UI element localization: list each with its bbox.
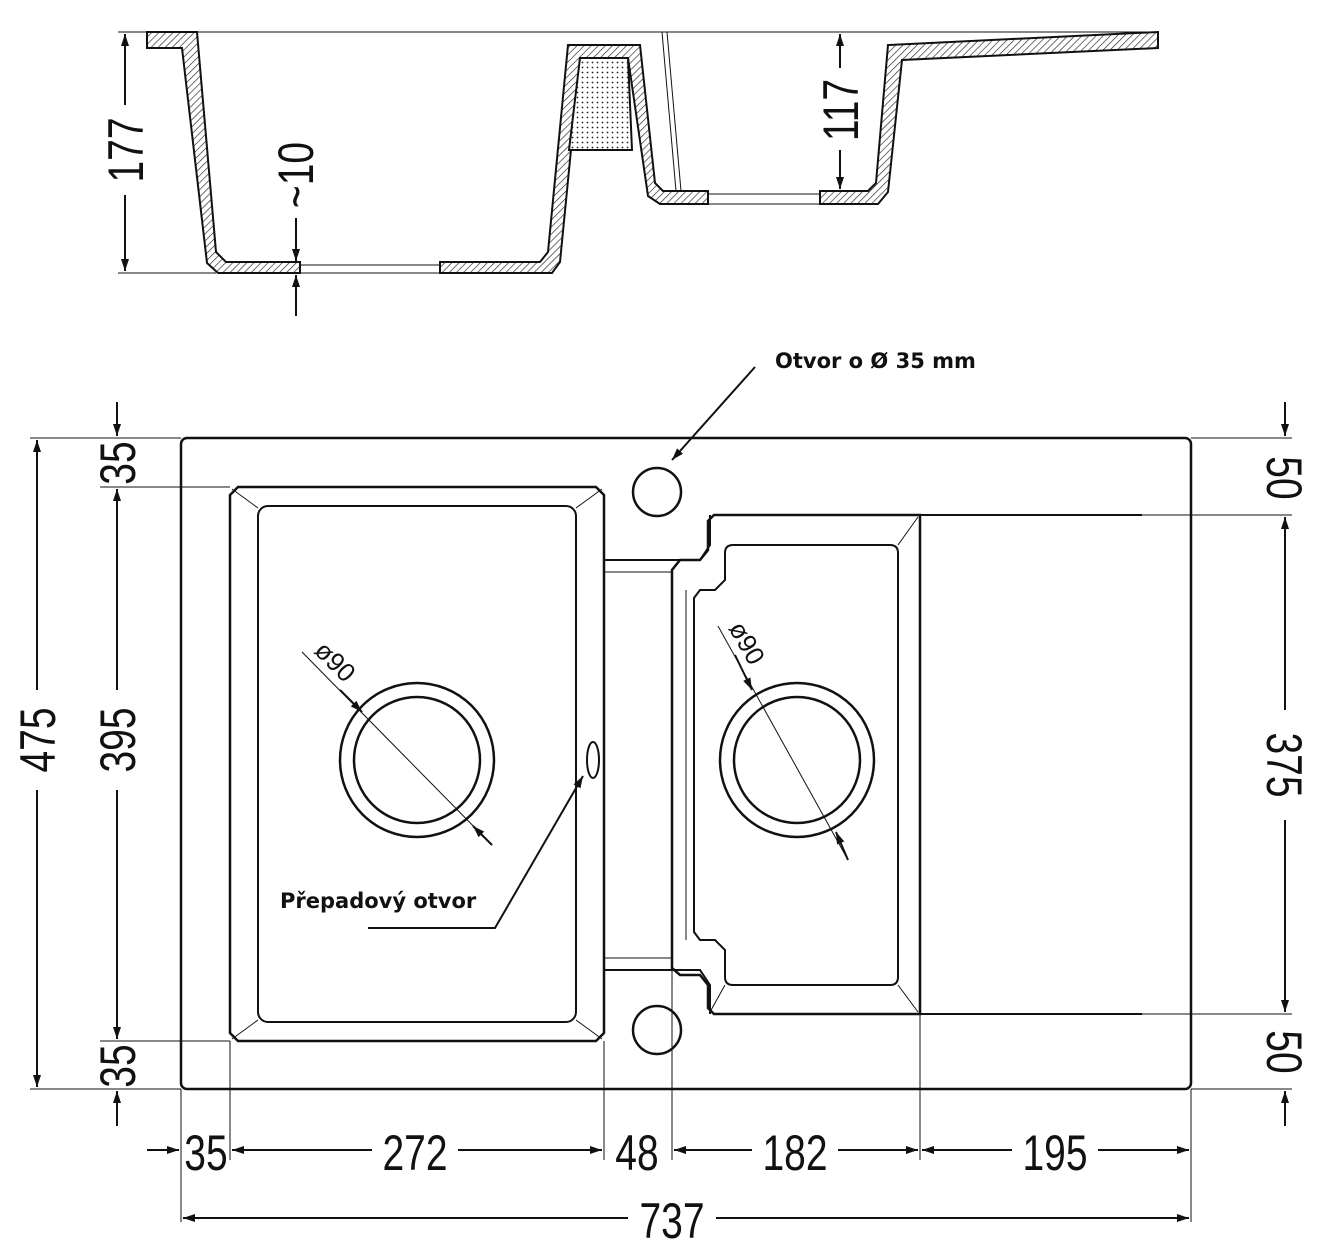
right-drain-label: ø90 [723,616,771,670]
dimension-bottom-thickness: ~10 [267,142,324,316]
right-drain-outer [718,681,876,839]
right-bowl: ø90 [670,513,922,1016]
depth-left-label: 177 [97,117,154,182]
left-top-margin-label: 35 [89,441,146,484]
bottom-dimensions: 35 272 48 182 195 737 [147,1014,1192,1249]
overflow-hole [586,741,600,779]
drain-openings [300,31,820,274]
left-bowl: ø90 [228,485,606,1043]
left-margin-width-label: 35 [184,1124,227,1181]
dimension-depth-left: 177 [97,31,216,274]
right-bowl-depth-label: 375 [1256,732,1313,797]
divider-width-label: 48 [615,1124,658,1181]
tap-hole-label: Otvor o Ø 35 mm [775,349,976,373]
overflow-label: Přepadový otvor [280,889,477,913]
right-drain-inner [732,695,862,825]
left-drain-inner [352,695,482,825]
sink-outline [179,436,1193,1091]
total-depth-label: 475 [9,707,66,772]
depth-right-label: 117 [812,79,869,141]
tap-hole-top [631,466,683,518]
plan-view: ø90 Přepadový otvor Otvor o Ø 35 mm [179,349,1193,1091]
dimension-depth-right: 117 [812,34,869,189]
bottom-thickness-label: ~10 [267,142,324,208]
left-bottom-margin-label: 35 [89,1044,146,1087]
right-bowl-width-label: 182 [762,1124,827,1181]
divider-fill [567,57,634,151]
right-top-margin-label: 50 [1256,456,1313,499]
total-width-label: 737 [639,1192,704,1249]
left-bowl-width-label: 272 [382,1124,447,1181]
divider-wall [439,44,709,274]
drainboard-width-label: 195 [1022,1124,1087,1181]
left-bowl-depth-label: 395 [89,707,146,772]
left-drain-label: ø90 [309,635,362,688]
cross-section: 177 ~10 117 [97,30,1159,316]
overflow-leader [368,775,584,929]
drainboard [920,514,1142,1015]
right-bottom-margin-label: 50 [1256,1030,1313,1073]
tap-hole-leader [671,366,756,461]
left-drain-outer [338,681,496,839]
left-dimensions: 35 395 35 475 [9,402,230,1126]
right-dimensions: 50 375 50 [1142,402,1313,1126]
right-bowl-wall-and-drainboard [819,30,1159,205]
tap-hole-bottom [631,1004,683,1056]
